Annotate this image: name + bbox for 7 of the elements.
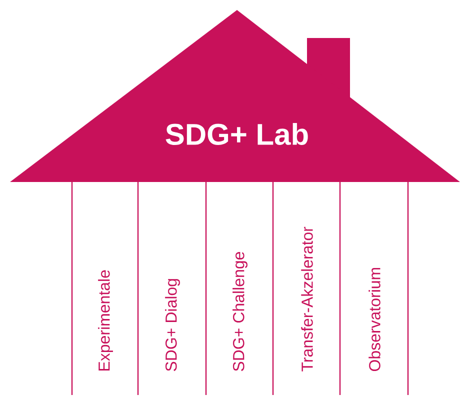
title: SDG+ Lab (166, 122, 308, 146)
column-label: SDG+ Dialog (165, 279, 180, 372)
column-label: Experimentale (98, 270, 113, 370)
roof-shape (10, 10, 460, 182)
column-label: Observatorium (368, 268, 380, 372)
column-label: SDG+ Challenge (232, 252, 248, 372)
column-label: Transfer-Akzelerator (301, 226, 313, 372)
